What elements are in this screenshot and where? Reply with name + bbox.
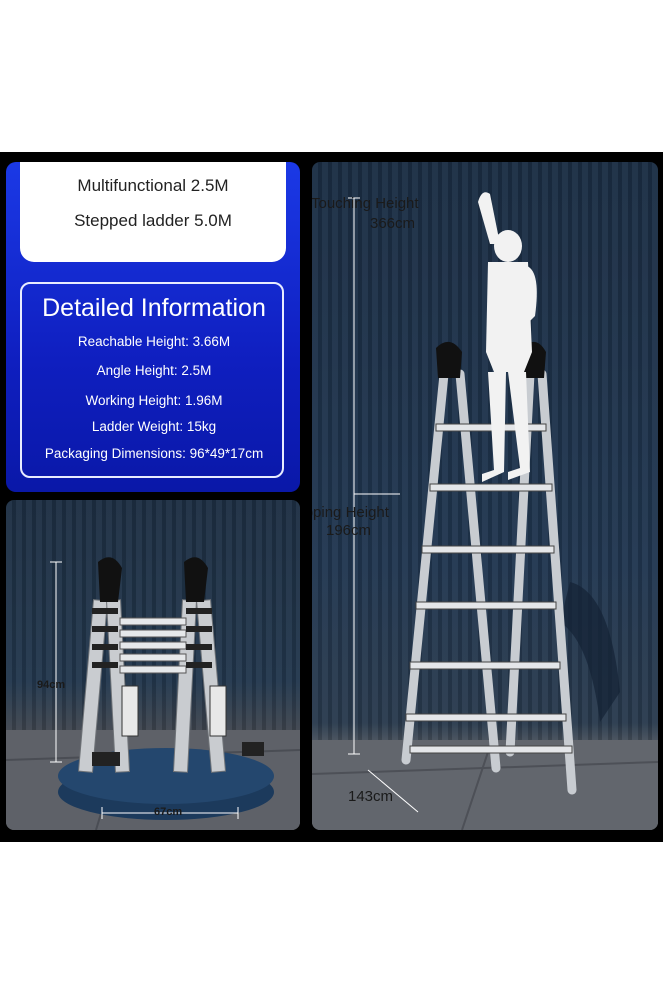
spec-angle-height: Angle Height: 2.5M — [96, 363, 212, 378]
touching-height-label: Touching Height — [312, 195, 419, 212]
width-dimension-label: 67cm — [154, 806, 183, 818]
foot-stepping-height-value: 196cm — [326, 522, 372, 539]
details-box: Detailed Information Reachable Height: 3… — [20, 282, 284, 478]
spec-ladder-weight: Ladder Weight: 15kg — [91, 419, 217, 434]
spec-packaging-dimensions: Packaging Dimensions: 96*49*17cm — [44, 446, 264, 461]
touching-height-value: 366cm — [370, 215, 416, 232]
spec-working-height: Working Height: 1.96M — [85, 393, 223, 408]
folded-ladder-illustration — [6, 557, 300, 830]
folded-ladder-photo: 94cm 67cm — [6, 500, 300, 830]
spec-reachable-height: Reachable Height: 3.66M — [77, 334, 231, 349]
title-line-1: Multifunctional 2.5M — [77, 176, 229, 195]
extended-ladder-photo: Touching Height 366cm Foot Stepping Heig… — [312, 162, 658, 830]
height-dimension-label: 94cm — [37, 679, 66, 691]
details-heading: Detailed Information — [42, 294, 266, 322]
base-width-label: 143cm — [348, 788, 394, 805]
title-line-2: Stepped ladder 5.0M — [74, 211, 232, 230]
foot-stepping-height-label: Foot Stepping Height — [312, 504, 389, 521]
title-card: Multifunctional 2.5M Stepped ladder 5.0M — [20, 162, 286, 262]
extended-ladder-illustration — [312, 192, 658, 830]
